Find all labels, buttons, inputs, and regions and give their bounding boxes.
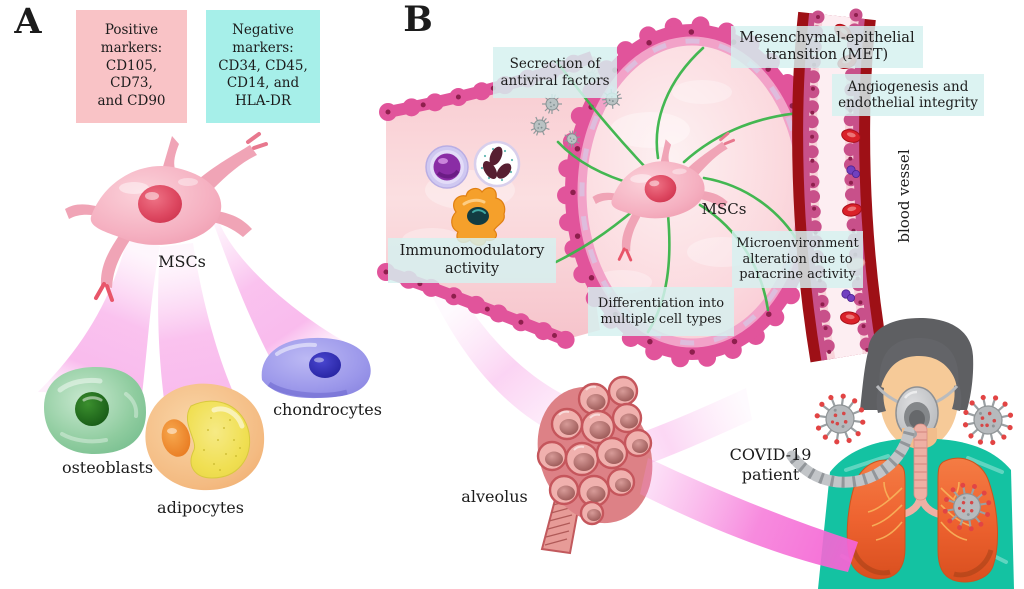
lymphocyte	[425, 145, 469, 189]
angiogenesis-callout: Angiogenesis and endothelial integrity	[832, 74, 984, 116]
msc-label-a: MSCs	[158, 252, 206, 271]
alveolus-label: alveolus	[461, 487, 528, 506]
secretion-callout: Secrection of antiviral factors	[493, 47, 617, 98]
panel-a-tag: A	[14, 1, 42, 42]
immune-cells	[425, 140, 521, 246]
differentiation-callout: Differentiation into multiple cell types	[588, 287, 734, 336]
covid-patient-label: COVID-19 patient	[729, 445, 812, 484]
panel-b-tag: B	[403, 0, 433, 40]
blood-vessel-label: blood vessel	[895, 149, 913, 243]
msc-label-b: MSCs	[701, 200, 747, 218]
dendritic-cell	[451, 187, 506, 246]
microenvironment-callout: Microenvironment alteration due to parac…	[732, 231, 863, 288]
neutrophil	[473, 140, 521, 188]
adipocyte-cell	[145, 383, 265, 491]
adipocytes-label: adipocytes	[157, 498, 244, 517]
positive-markers-box: Positive markers: CD105, CD73, and CD90	[76, 10, 187, 123]
chondrocytes-label: chondrocytes	[273, 400, 382, 419]
alveolus-cluster	[536, 375, 653, 555]
panel-a-beams	[38, 184, 360, 428]
osteoblast-cell	[44, 367, 146, 454]
immunomodulatory-callout: Immunomodulatory activity	[388, 238, 556, 283]
beam-to-lungs	[640, 458, 858, 572]
negative-markers-box: Negative markers: CD34, CD45, CD14, and …	[206, 10, 320, 123]
met-callout: Mesenchymal-epithelial transition (MET)	[731, 26, 923, 68]
chondrocyte-cell	[261, 337, 371, 399]
osteoblasts-label: osteoblasts	[61, 458, 154, 477]
